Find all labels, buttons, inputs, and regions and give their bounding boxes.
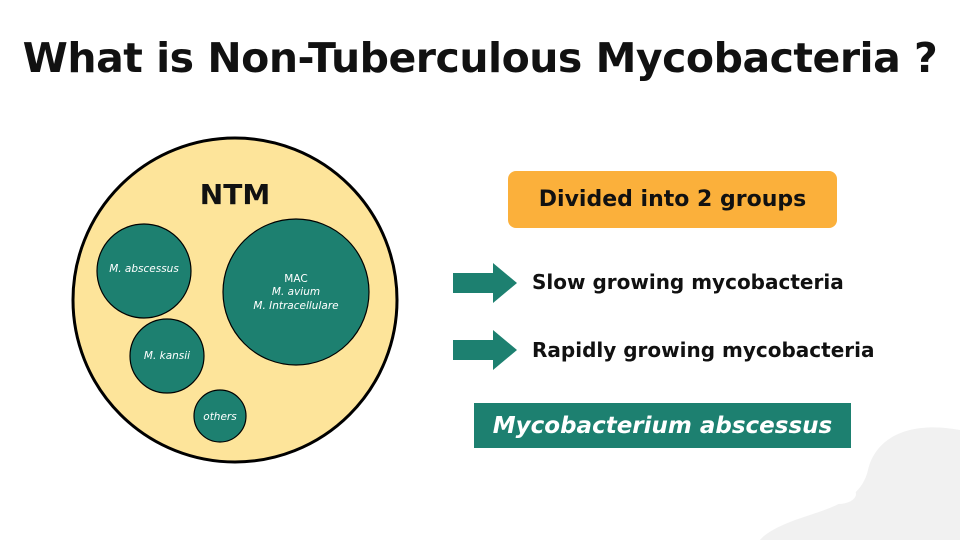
bubble-kansii-label: M. kansii xyxy=(144,350,190,362)
bubble-kansii xyxy=(129,318,205,394)
groups-badge: Divided into 2 groups xyxy=(508,171,837,228)
bubble-others xyxy=(193,389,247,443)
arrow-right-icon xyxy=(453,330,517,370)
bubble-mac-label: MAC xyxy=(284,273,307,285)
bubble-others-label: others xyxy=(203,411,237,423)
ntm-label: NTM xyxy=(200,178,270,211)
bubble-abscessus-label: M. abscessus xyxy=(109,263,179,275)
page-title: What is Non-Tuberculous Mycobacteria ? xyxy=(22,34,938,82)
bubble-abscessus xyxy=(96,223,192,319)
bubble-mac-intracellulare: M. Intracellulare xyxy=(253,300,338,312)
bubble-mac-avium: M. avium xyxy=(272,286,320,298)
rapid-growing-label: Rapidly growing mycobacteria xyxy=(532,338,875,362)
arrow-right-icon xyxy=(453,263,517,303)
bubble-mac xyxy=(222,218,370,366)
slow-growing-label: Slow growing mycobacteria xyxy=(532,270,844,294)
highlight-box: Mycobacterium abscessus xyxy=(474,403,851,448)
